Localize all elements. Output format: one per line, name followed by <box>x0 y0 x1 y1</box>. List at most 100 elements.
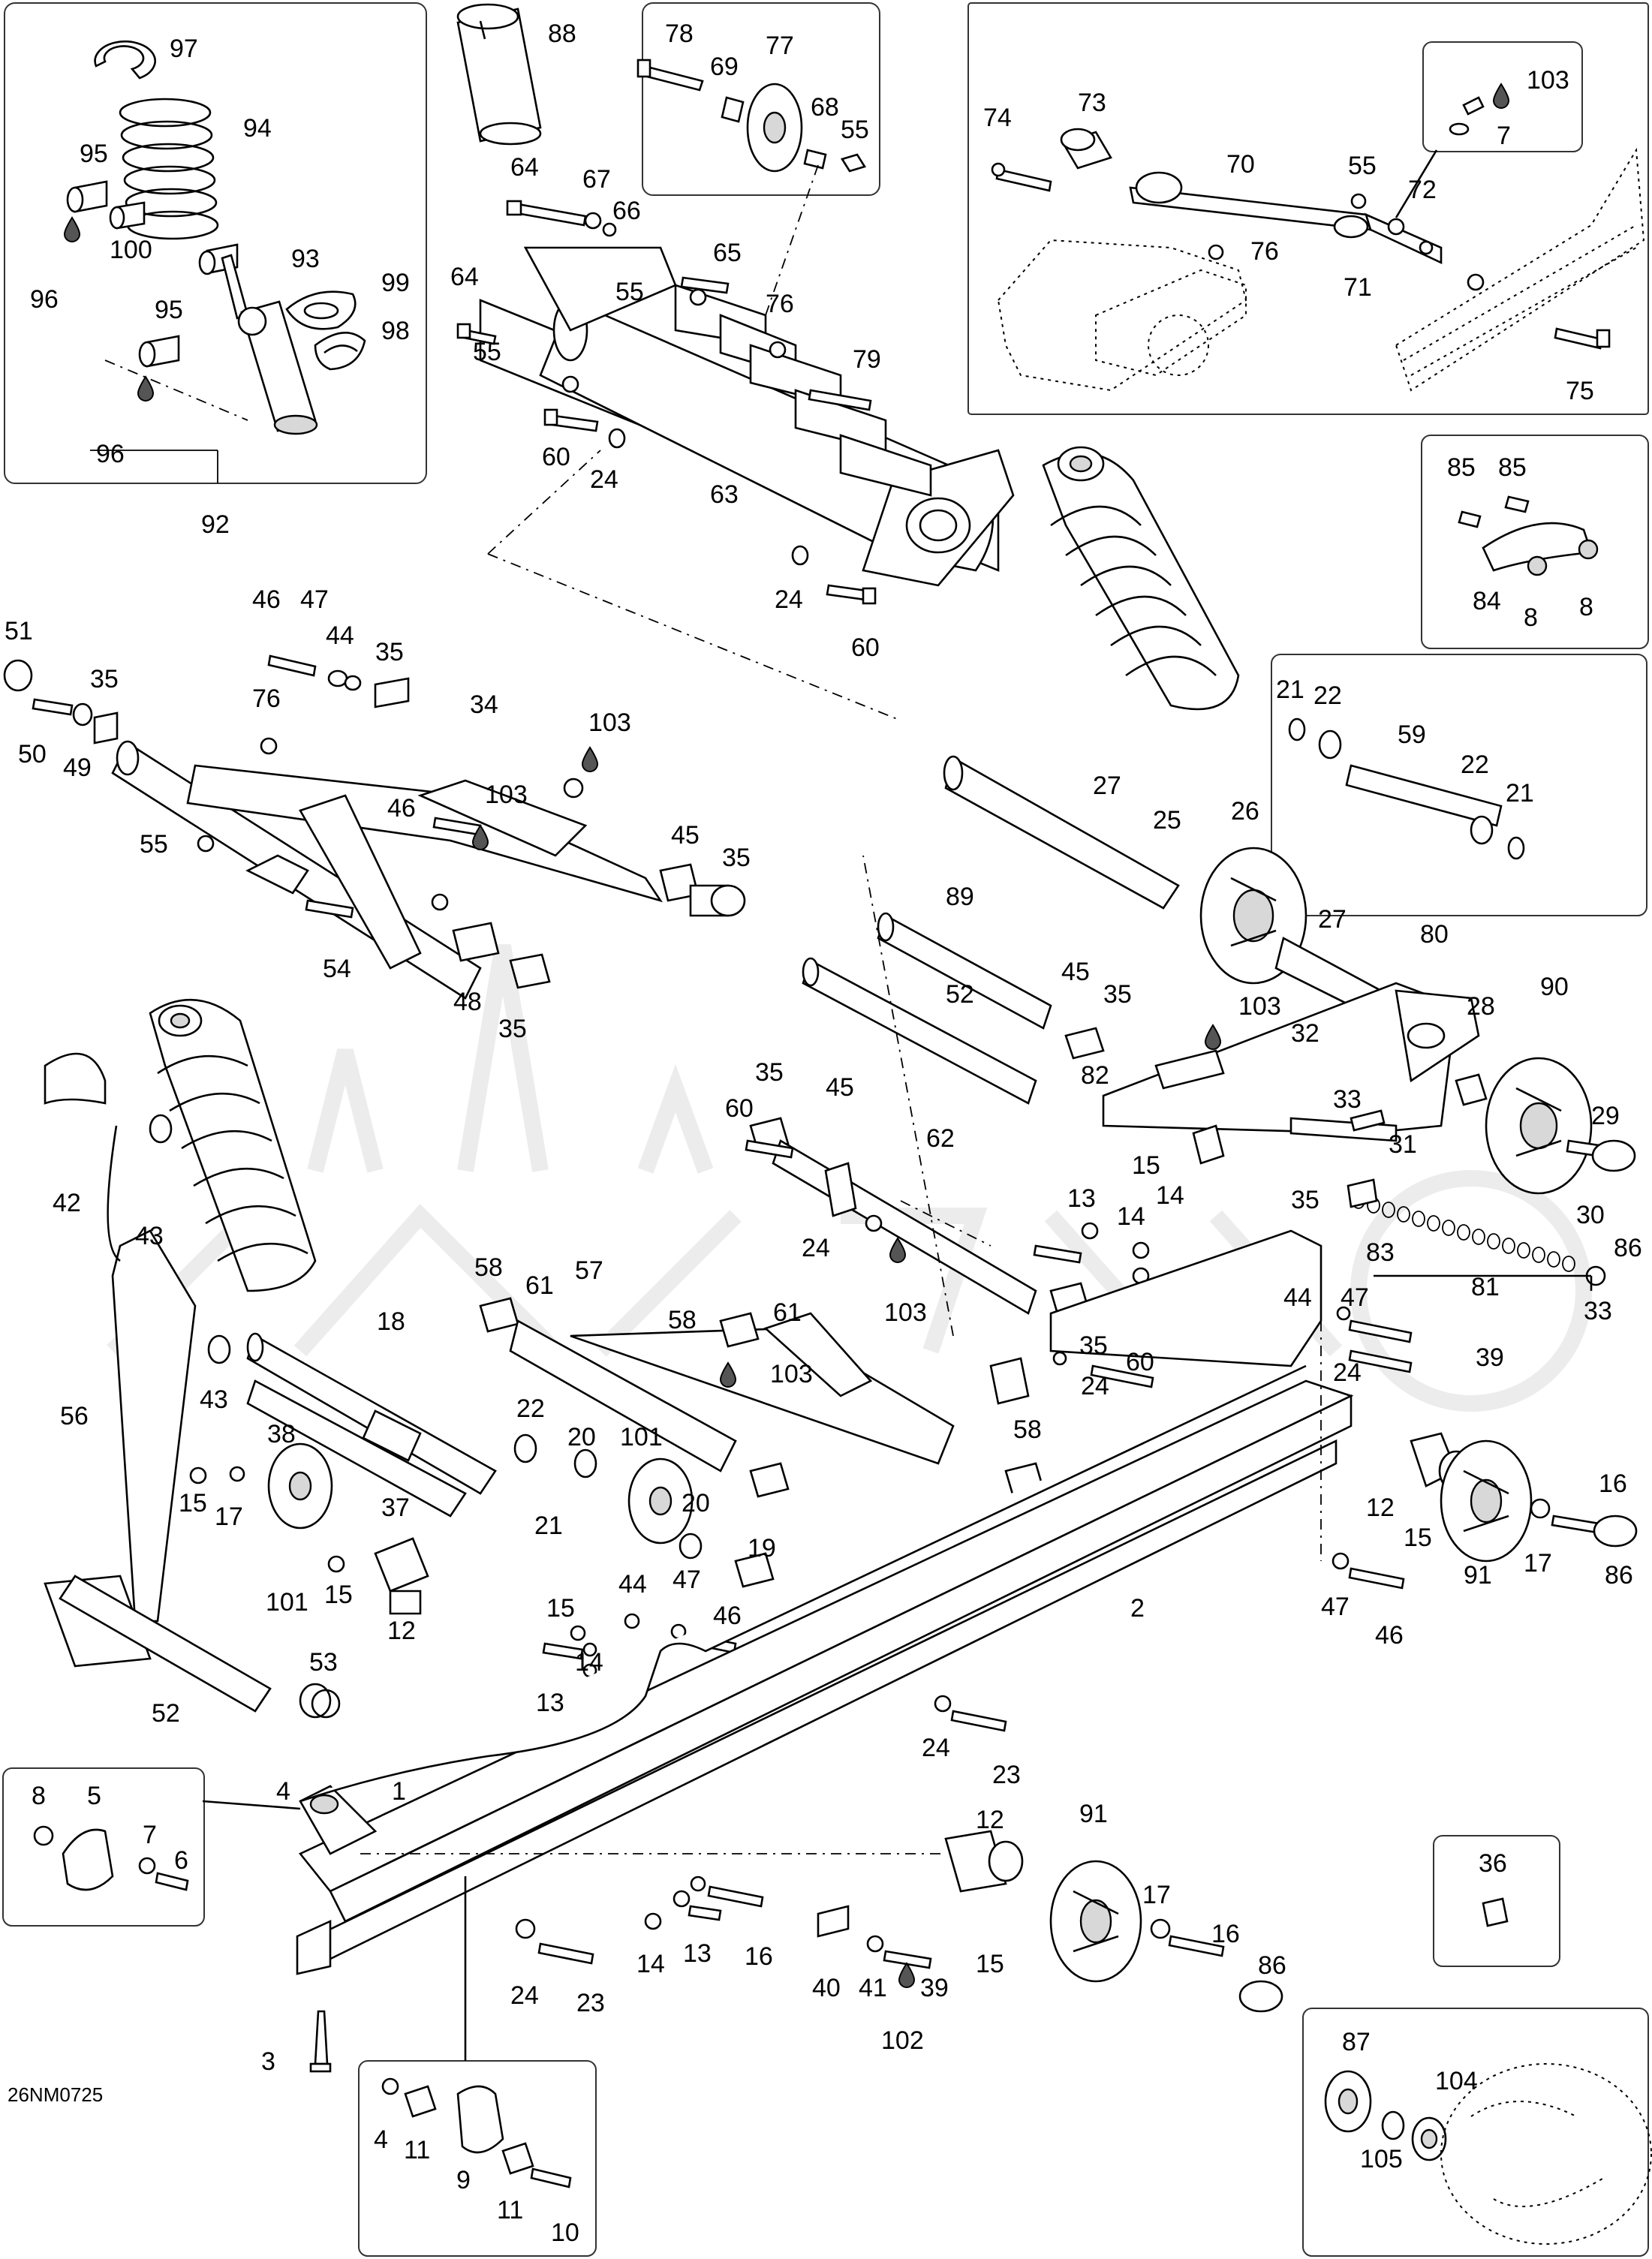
callout: 32 <box>1291 1019 1319 1048</box>
callout: 31 <box>1389 1130 1417 1159</box>
callout: 105 <box>1360 2145 1403 2173</box>
callout: 15 <box>1404 1524 1432 1552</box>
callout: 16 <box>1211 1920 1240 1948</box>
callout: 50 <box>18 740 47 769</box>
wheel-hub-box <box>1302 2008 1652 2257</box>
callout: 4 <box>374 2125 388 2154</box>
callout: 90 <box>1540 973 1569 1001</box>
callout: 28 <box>1467 992 1495 1021</box>
callout: 4 <box>276 1777 290 1806</box>
callout: 99 <box>381 269 410 297</box>
callout: 29 <box>1591 1102 1620 1130</box>
callout: 13 <box>683 1939 712 1968</box>
callout: 55 <box>1348 152 1377 180</box>
callout: 73 <box>1078 89 1106 117</box>
callout: 82 <box>1081 1061 1109 1090</box>
callout: 49 <box>63 754 92 782</box>
callout: 76 <box>252 684 281 713</box>
grease-box <box>1433 1835 1560 1967</box>
bracket-box <box>1421 435 1649 649</box>
callout: 23 <box>576 1989 605 2017</box>
callout: 91 <box>1464 1561 1492 1590</box>
callout: 75 <box>1566 377 1594 405</box>
callout: 60 <box>725 1094 754 1123</box>
callout: 55 <box>140 830 168 859</box>
callout: 86 <box>1605 1561 1633 1590</box>
callout: 60 <box>542 443 570 471</box>
callout: 17 <box>1142 1881 1171 1909</box>
callout: 61 <box>773 1298 802 1327</box>
callout: 93 <box>291 245 320 273</box>
callout: 14 <box>1156 1181 1184 1210</box>
diagram-reference: 26NM0725 <box>8 2083 103 2106</box>
callout: 44 <box>1283 1283 1312 1312</box>
callout: 35 <box>375 638 404 666</box>
callout: 22 <box>1461 750 1489 779</box>
callout: 56 <box>60 1402 89 1430</box>
callout: 24 <box>510 1981 539 2010</box>
callout: 103 <box>770 1360 813 1388</box>
rear-shock-bellows <box>1042 446 1240 711</box>
callout: 85 <box>1498 453 1527 482</box>
callout: 39 <box>920 1974 949 2002</box>
callout: 20 <box>682 1489 710 1518</box>
callout: 5 <box>87 1782 101 1810</box>
front-arm-upper-assembly <box>456 2 1015 721</box>
callout: 24 <box>1333 1358 1362 1387</box>
callout: 12 <box>387 1617 416 1645</box>
callout: 21 <box>534 1512 563 1540</box>
callout: 83 <box>1366 1238 1395 1267</box>
callout: 54 <box>323 955 351 983</box>
callout: 11 <box>404 2136 430 2164</box>
callout: 98 <box>381 317 410 345</box>
callout: 102 <box>881 2026 924 2055</box>
callout: 35 <box>498 1015 527 1043</box>
callout: 45 <box>1061 958 1090 986</box>
callout: 52 <box>152 1699 180 1728</box>
callout: 52 <box>946 980 974 1009</box>
callout: 47 <box>300 585 329 614</box>
callout: 46 <box>252 585 281 614</box>
callout: 12 <box>976 1806 1004 1834</box>
callout: 95 <box>80 140 108 168</box>
callout: 33 <box>1584 1297 1612 1325</box>
callout: 103 <box>588 708 631 737</box>
callout: 7 <box>143 1821 157 1849</box>
callout: 61 <box>525 1271 554 1300</box>
callout: 58 <box>668 1306 697 1334</box>
callout: 16 <box>1599 1469 1627 1498</box>
callout: 42 <box>53 1189 81 1217</box>
callout: 76 <box>766 290 794 318</box>
shaft-box <box>1271 654 1647 916</box>
slide-rails <box>296 1229 1638 2073</box>
callout: 40 <box>812 1974 841 2002</box>
callout: 81 <box>1471 1273 1500 1301</box>
callout: 100 <box>110 236 152 264</box>
callout: 70 <box>1226 150 1255 179</box>
callout: 84 <box>1473 587 1501 615</box>
callout: 94 <box>243 114 272 143</box>
callout: 37 <box>381 1493 410 1522</box>
middle-shafts-wheels <box>802 755 1636 1291</box>
callout: 101 <box>620 1423 663 1451</box>
callout: 13 <box>536 1689 564 1717</box>
callout: 87 <box>1342 2028 1371 2056</box>
callout: 14 <box>1117 1202 1145 1231</box>
callout: 22 <box>516 1394 545 1423</box>
callout: 60 <box>1126 1348 1154 1376</box>
callout: 69 <box>710 53 739 81</box>
callout: 85 <box>1447 453 1476 482</box>
callout: 57 <box>575 1256 603 1285</box>
callout: 46 <box>387 794 416 823</box>
callout: 24 <box>590 465 618 494</box>
callout: 46 <box>1375 1621 1404 1650</box>
callout: 35 <box>1079 1331 1108 1360</box>
callout: 92 <box>201 510 230 539</box>
callout: 72 <box>1408 176 1437 204</box>
callout: 35 <box>722 844 751 872</box>
callout: 8 <box>32 1782 46 1810</box>
front-link-idlers <box>44 1052 775 1719</box>
callout: 39 <box>1476 1343 1504 1372</box>
callout: 21 <box>1276 675 1304 704</box>
rail-end-box <box>2 1767 301 1927</box>
